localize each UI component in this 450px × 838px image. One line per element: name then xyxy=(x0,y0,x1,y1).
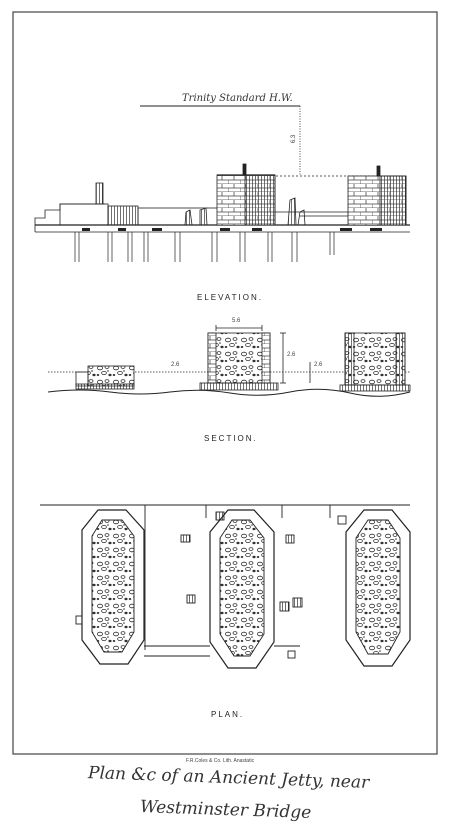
section-dim-1: 2.6 xyxy=(171,362,180,368)
section-drawing xyxy=(47,325,411,397)
height-dimension: 6.3 xyxy=(291,134,298,144)
trinity-standard-label: Trinity Standard H.W. xyxy=(182,93,293,104)
plan-label: PLAN. xyxy=(211,710,245,719)
section-dim-3: 2.6 xyxy=(287,352,296,358)
section-label: SECTION. xyxy=(204,434,258,443)
section-dim-2: 5.6 xyxy=(232,318,241,324)
plan-drawing xyxy=(40,504,411,669)
section-dim-4: 2.6 xyxy=(314,362,323,368)
elevation-label: ELEVATION. xyxy=(197,293,263,302)
lithographer-imprint: F.R.Coles & Co. Lith. Anastatic xyxy=(186,758,255,764)
elevation-drawing xyxy=(34,105,410,262)
plate-border xyxy=(12,11,438,755)
